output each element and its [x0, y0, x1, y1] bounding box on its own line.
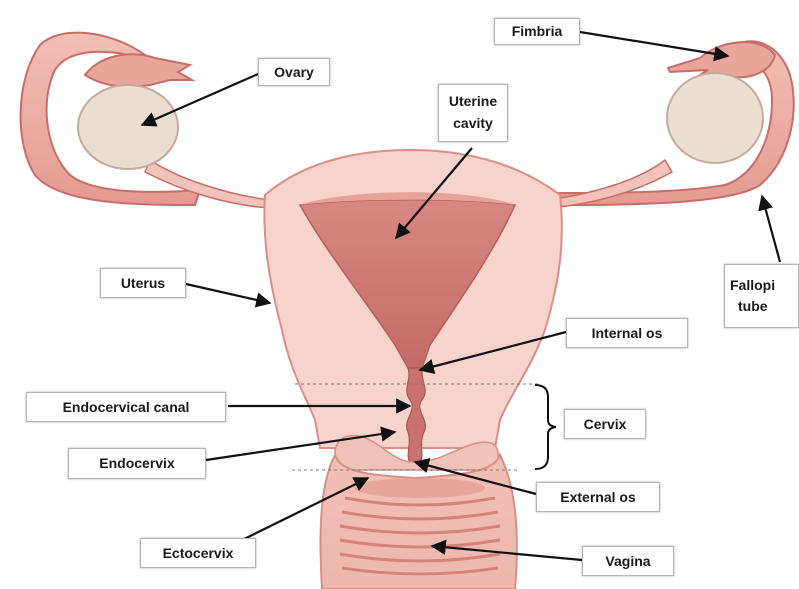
left-fimbria [85, 54, 192, 86]
label-internal-os: Internal os [566, 318, 688, 348]
label-vagina: Vagina [582, 546, 674, 576]
label-uterine-cavity: Uterine cavity [438, 84, 508, 142]
label-uterus: Uterus [100, 268, 186, 298]
label-ovary: Ovary [258, 58, 330, 86]
label-external-os: External os [536, 482, 660, 512]
label-cervix: Cervix [564, 409, 646, 439]
label-fallopian-tube: Fallopi tube [724, 264, 799, 328]
right-ovary [667, 73, 763, 163]
left-ovary [78, 85, 178, 169]
arrow-fimbria [580, 32, 728, 56]
arrow-fallopian-tube [762, 196, 780, 262]
label-endocervical-canal: Endocervical canal [26, 392, 226, 422]
arrow-uterus [186, 284, 270, 303]
label-endocervix: Endocervix [68, 448, 206, 479]
label-fimbria: Fimbria [494, 18, 580, 45]
cervix-bracket [535, 385, 556, 469]
label-ectocervix: Ectocervix [140, 538, 256, 568]
